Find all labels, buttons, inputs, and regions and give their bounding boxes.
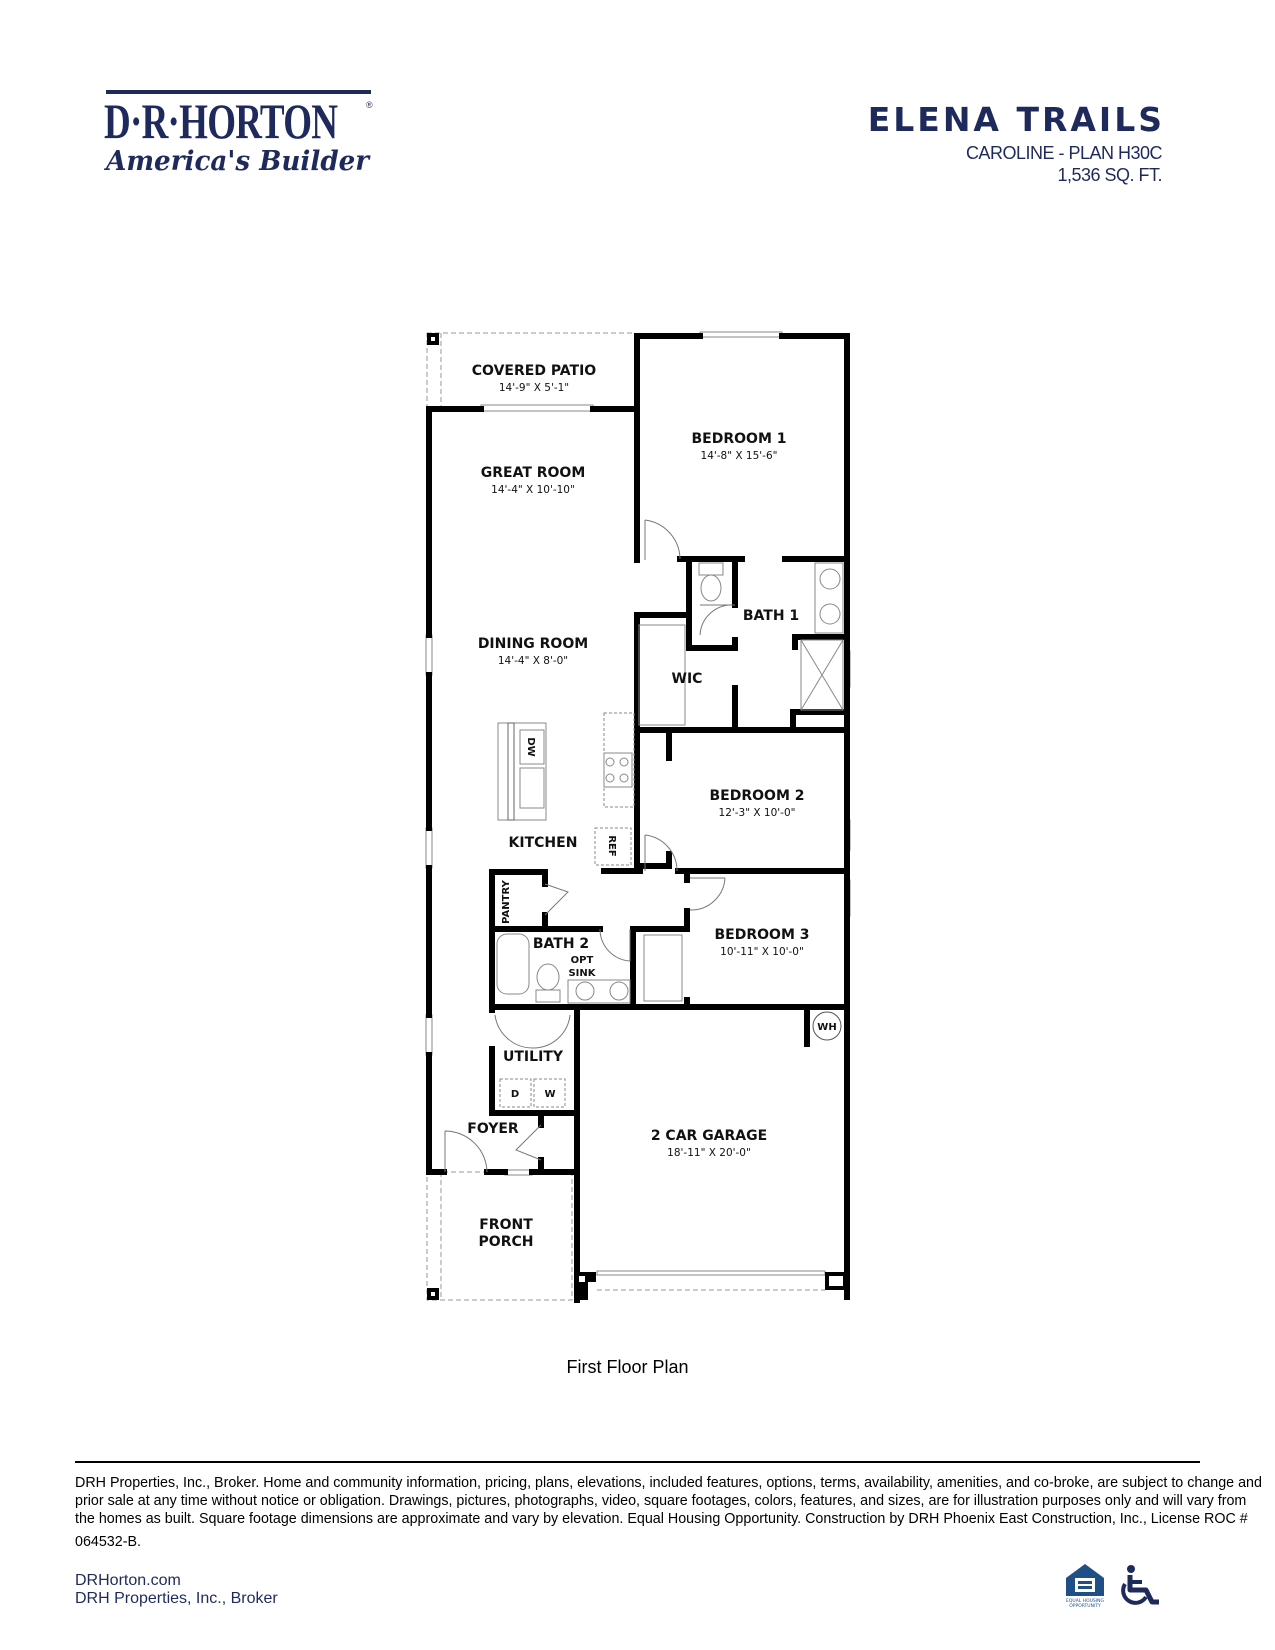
room-dining-room: DINING ROOM: [478, 636, 588, 652]
room-front-porch-1: FRONT: [479, 1217, 533, 1233]
broker-name: DRH Properties, Inc., Broker: [75, 1590, 278, 1607]
room-great-room: GREAT ROOM: [481, 465, 586, 481]
registered-mark: ®: [366, 100, 373, 110]
room-kitchen: KITCHEN: [509, 835, 578, 851]
svg-text:EQUAL HOUSING: EQUAL HOUSING: [1066, 1598, 1104, 1604]
wheelchair-accessibility-icon: [1121, 1565, 1159, 1605]
door-swings: [444, 519, 736, 1173]
disclaimer-line: 064532-B.: [75, 1534, 141, 1550]
dims-covered-patio: 14'-9" X 5'-1": [499, 382, 569, 394]
footer-divider: [75, 1461, 1200, 1463]
room-bedroom-2: BEDROOM 2: [710, 788, 805, 804]
logo-rule: [106, 90, 371, 94]
dims-great-room: 14'-4" X 10'-10": [491, 484, 575, 496]
website-link[interactable]: DRHorton.com: [75, 1572, 181, 1589]
water-heater-label: WH: [817, 1022, 836, 1033]
disclaimer-line: DRH Properties, Inc., Broker. Home and c…: [75, 1475, 1262, 1491]
room-covered-patio: COVERED PATIO: [472, 363, 597, 379]
square-footage: 1,536 SQ. FT.: [1057, 165, 1162, 185]
room-bath-2: BATH 2: [533, 936, 589, 952]
room-pantry: PANTRY: [501, 879, 512, 923]
dims-garage: 18'-11" X 20'-0": [667, 1147, 751, 1159]
room-bath-1: BATH 1: [743, 608, 799, 624]
opt-sink-label-1: OPT: [571, 955, 594, 966]
plan-name: CAROLINE - PLAN H30C: [965, 143, 1163, 163]
disclaimer-line: prior sale at any time without notice or…: [75, 1493, 1247, 1509]
disclaimer-line: the homes as built. Square footage dimen…: [75, 1511, 1248, 1527]
opt-sink-label-2: SINK: [568, 968, 596, 979]
community-title: ELENA TRAILS: [867, 100, 1165, 139]
plan-caption: First Floor Plan: [566, 1357, 689, 1377]
dims-bedroom-1: 14'-8" X 15'-6": [701, 450, 778, 462]
room-bedroom-1: BEDROOM 1: [692, 431, 787, 447]
dryer-label: D: [511, 1089, 519, 1100]
posts: [427, 333, 847, 1300]
dishwasher-label: DW: [525, 737, 536, 756]
room-wic: WIC: [672, 671, 703, 687]
room-foyer: FOYER: [467, 1121, 519, 1137]
svg-text:OPPORTUNITY: OPPORTUNITY: [1069, 1603, 1101, 1609]
washer-label: W: [544, 1089, 555, 1100]
footer-contact: DRHorton.com DRH Properties, Inc., Broke…: [75, 1572, 278, 1608]
dims-bedroom-3: 10'-11" X 10'-0": [720, 946, 804, 958]
equal-housing-icon: EQUAL HOUSING OPPORTUNITY: [1066, 1564, 1104, 1609]
fixtures: [496, 562, 844, 1108]
room-utility: UTILITY: [503, 1049, 564, 1065]
room-front-porch-2: PORCH: [479, 1234, 534, 1250]
room-garage: 2 CAR GARAGE: [651, 1128, 767, 1144]
drhorton-logo: D·R·HORTON: [104, 93, 338, 149]
dims-dining-room: 14'-4" X 8'-0": [498, 655, 568, 667]
dims-bedroom-2: 12'-3" X 10'-0": [719, 807, 796, 819]
logo-tagline: America's Builder: [106, 146, 370, 177]
disclaimer: DRH Properties, Inc., Broker. Home and c…: [75, 1474, 1262, 1551]
room-bedroom-3: BEDROOM 3: [715, 927, 810, 943]
refrigerator-label: REF: [606, 835, 617, 856]
walls: [426, 333, 850, 1303]
